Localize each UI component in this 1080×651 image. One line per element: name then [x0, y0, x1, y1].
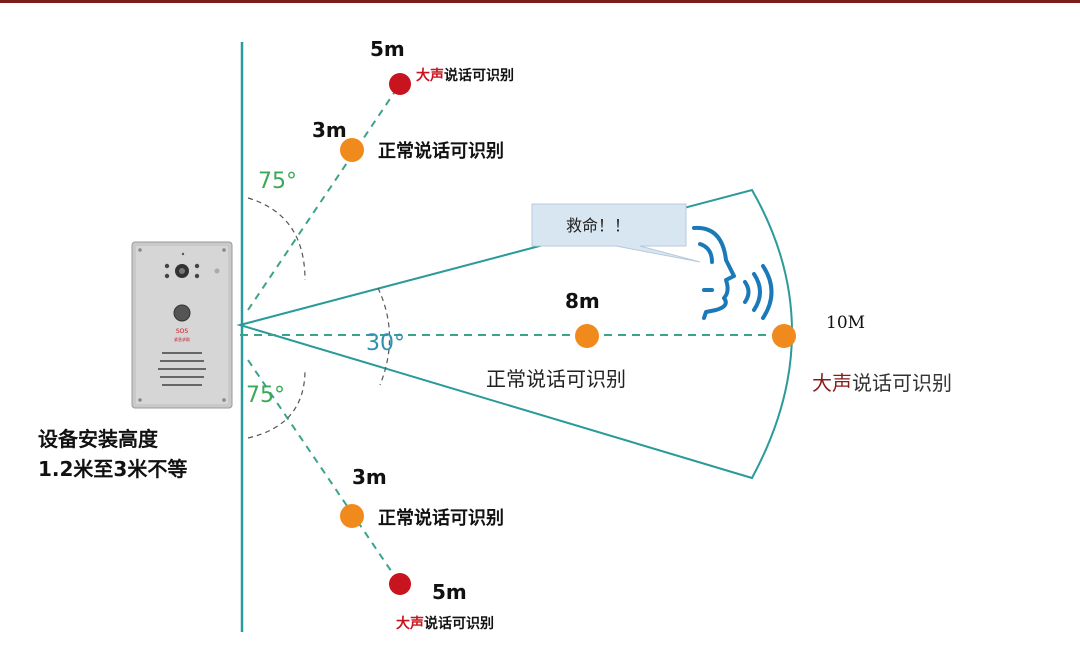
middle-angle-arc: [377, 287, 391, 386]
lower-far-point: [389, 573, 411, 595]
speech-bubble: 救命！！: [531, 203, 701, 263]
lower-near-distance: 3m: [352, 465, 387, 489]
center-far-label-suffix: 说话可识别: [852, 371, 952, 395]
sos-button-icon: [173, 304, 191, 322]
upper-far-distance: 5m: [370, 37, 405, 61]
top-angle-label: 75°: [258, 169, 297, 194]
center-near-label: 正常说话可识别: [486, 367, 626, 391]
center-far-label: 大声说话可识别: [812, 371, 952, 395]
sos-intercom-device: SOS 紧急求助: [131, 241, 233, 409]
bottom-angle-arc: [247, 369, 306, 439]
lower-far-label: 大声说话可识别: [396, 615, 494, 632]
lower-far-label-suffix: 说话可识别: [424, 615, 494, 632]
speaker-grille-icon: [158, 352, 206, 386]
lower-far-distance: 5m: [432, 580, 467, 604]
device-sub: 紧急求助: [174, 336, 190, 342]
center-far-point: [772, 324, 796, 348]
upper-near-distance: 3m: [312, 118, 347, 142]
center-far-distance: 10M: [826, 313, 865, 333]
upper-near-point: [340, 138, 364, 162]
lower-far-label-prefix: 大声: [396, 615, 424, 632]
install-height-line1: 设备安装高度: [38, 427, 159, 451]
speech-bubble-text: 救命！！: [566, 216, 630, 235]
upper-far-label: 大声说话可识别: [416, 67, 514, 84]
lower-near-label: 正常说话可识别: [378, 507, 504, 529]
lower-ray: [247, 359, 401, 585]
install-height-line2: 1.2米至3米不等: [38, 457, 187, 481]
upper-far-label-prefix: 大声: [416, 67, 444, 84]
top-border: [0, 0, 1080, 3]
upper-ray: [247, 83, 401, 311]
upper-far-point: [389, 73, 411, 95]
middle-angle-label: 30°: [366, 331, 405, 356]
speaking-head-icon: [692, 225, 774, 320]
upper-near-label: 正常说话可识别: [378, 140, 504, 162]
lower-near-point: [340, 504, 364, 528]
center-near-distance: 8m: [565, 289, 600, 313]
top-angle-arc: [247, 197, 306, 281]
center-near-point: [575, 324, 599, 348]
device-brand: SOS: [176, 328, 189, 335]
bottom-angle-label: 75°: [246, 383, 285, 408]
center-far-label-prefix: 大声: [812, 371, 852, 395]
upper-far-label-suffix: 说话可识别: [444, 67, 514, 84]
